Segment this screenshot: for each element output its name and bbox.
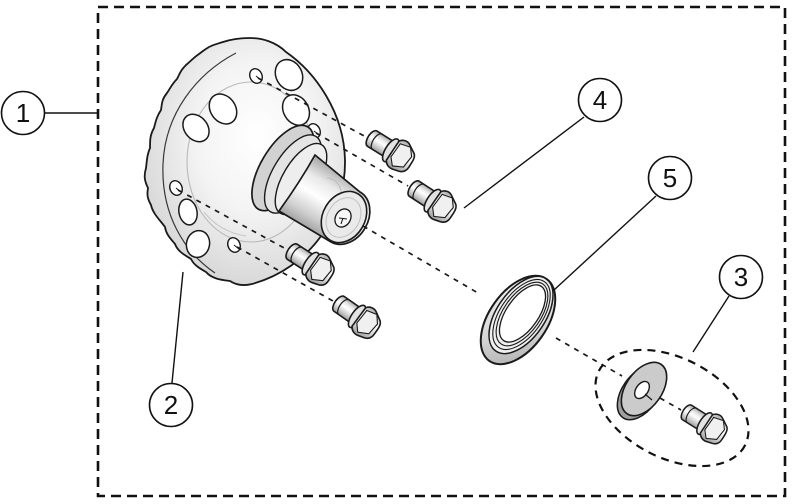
bolt-upper-1 [359, 121, 421, 177]
flange-large-holes [178, 58, 311, 259]
callout-1-label: 1 [16, 98, 30, 128]
callout-2[interactable]: 2 [148, 382, 194, 428]
callout-1[interactable]: 1 [0, 90, 46, 136]
callout-3-label: 3 [734, 262, 748, 292]
callout-5-label: 5 [663, 163, 677, 193]
kit-bolt [674, 396, 734, 449]
bolt-upper-2 [401, 172, 463, 228]
kit-washer [616, 361, 668, 421]
callout-2-label: 2 [164, 390, 178, 420]
callout-4-label: 4 [593, 85, 607, 115]
callout-5[interactable]: 5 [647, 155, 693, 201]
callout-3[interactable]: 3 [718, 254, 764, 300]
leader-lines [44, 112, 730, 384]
kit-boundary-ellipse [594, 348, 750, 468]
bolt-lower-2 [325, 287, 387, 344]
seal-ring [479, 274, 557, 366]
callout-4[interactable]: 4 [577, 77, 623, 123]
hub-spindle [143, 37, 371, 286]
washer-bolt-kit [594, 348, 750, 468]
frame-boundary [96, 5, 787, 498]
